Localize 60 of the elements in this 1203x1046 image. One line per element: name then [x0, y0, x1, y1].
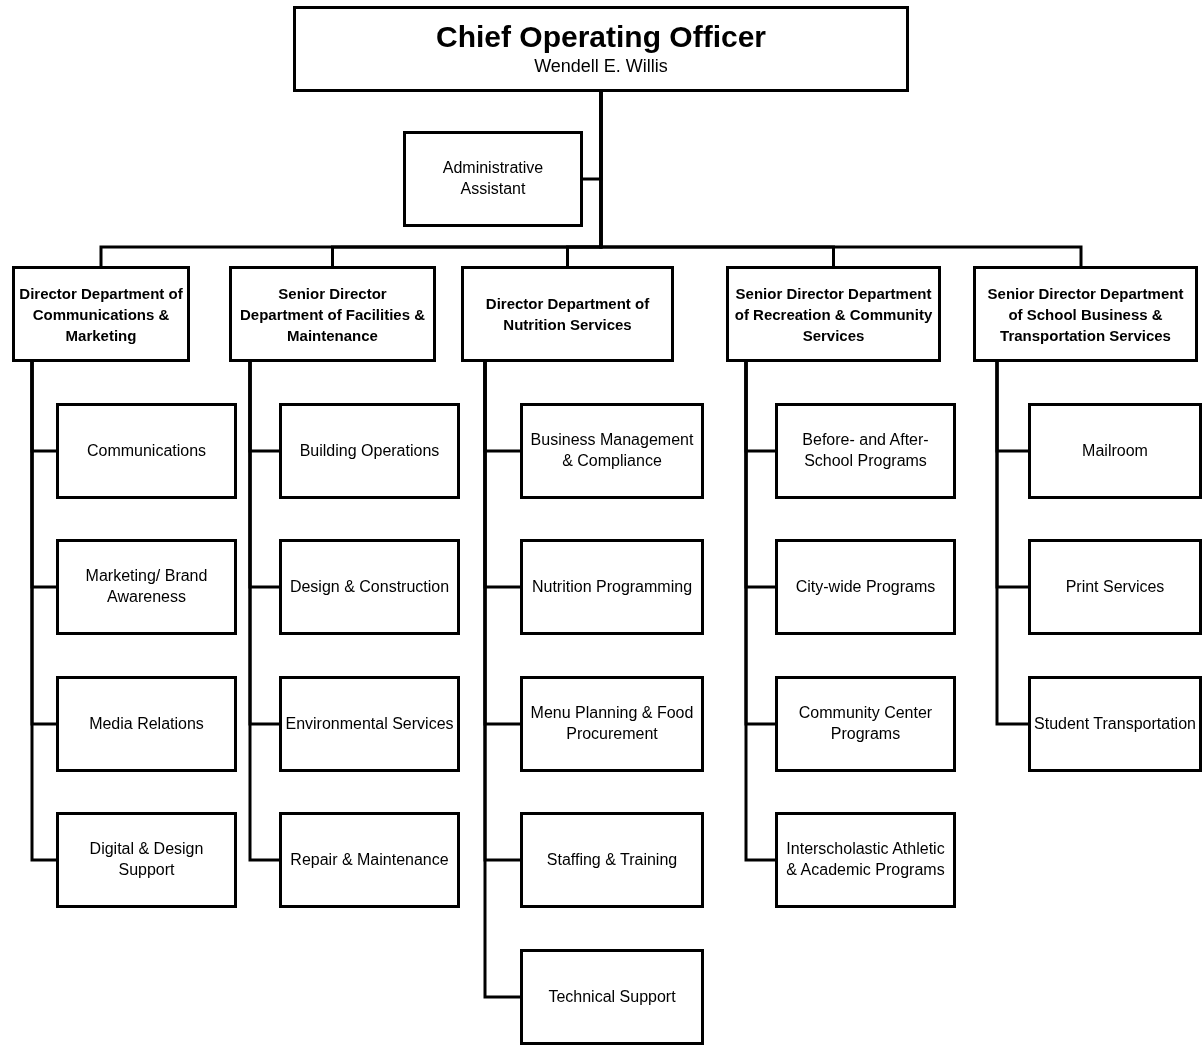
unit-box — [520, 676, 704, 772]
box-label: Director Department of Communications & Marketing — [18, 283, 184, 346]
unit-box — [520, 403, 704, 499]
box-label: Marketing/ Brand Awareness — [84, 566, 209, 607]
unit-box — [775, 812, 956, 908]
box-label: Director Department of Nutrition Services — [484, 294, 651, 335]
unit-box — [520, 812, 704, 908]
box-label: Staffing & Training — [546, 849, 678, 870]
unit-box — [520, 539, 704, 635]
unit-box — [56, 812, 237, 908]
unit-box — [775, 539, 956, 635]
box-label: Building Operations — [299, 440, 440, 461]
unit-box — [1028, 676, 1202, 772]
box-label: Senior Director Department of School Business & Transportation Services — [986, 283, 1185, 346]
connector-line — [995, 362, 1028, 726]
box-label: Menu Planning & Food Procurement — [529, 703, 695, 744]
unit-box — [56, 676, 237, 772]
department-box — [973, 266, 1198, 362]
unit-box — [279, 403, 460, 499]
box-label: Environmental Services — [285, 713, 454, 734]
department-box — [229, 266, 436, 362]
box-label: Before- and After-School Programs — [801, 430, 930, 471]
box-label: Interscholastic Athletic & Academic Programs — [785, 839, 946, 880]
unit-box — [775, 403, 956, 499]
box-label: Student Transportation — [1034, 713, 1196, 734]
connector-line — [30, 362, 56, 862]
box-label: Senior Director Department of Facilities & Maintenance — [238, 283, 426, 346]
role-box — [403, 131, 583, 227]
department-box — [461, 266, 674, 362]
unit-box — [56, 539, 237, 635]
box-label: Print Services — [1065, 576, 1165, 597]
connector-line — [248, 362, 279, 862]
box-label: Technical Support — [548, 986, 676, 1007]
box-label: Design & Construction — [289, 576, 450, 597]
unit-box — [1028, 403, 1202, 499]
connector-line — [483, 362, 520, 999]
unit-box — [279, 539, 460, 635]
heading: Chief Operating Officer — [435, 19, 766, 56]
department-box — [726, 266, 941, 362]
box-label: City-wide Programs — [795, 576, 936, 597]
connector-line — [744, 362, 775, 862]
box-label: Senior Director Department of Recreation & Community Services — [733, 283, 934, 346]
unit-box — [279, 812, 460, 908]
box-label: Communications — [86, 440, 207, 461]
title-box — [293, 6, 909, 92]
unit-box — [1028, 539, 1202, 635]
box-label: Digital & Design Support — [88, 839, 205, 880]
box-label: Nutrition Programming — [531, 576, 693, 597]
unit-box — [775, 676, 956, 772]
name-text: Wendell E. Willis — [534, 55, 668, 79]
box-label: Mailroom — [1082, 440, 1148, 461]
department-box — [12, 266, 190, 362]
unit-box — [279, 676, 460, 772]
box-label: Administrative Assistant — [441, 158, 545, 199]
box-label: Repair & Maintenance — [290, 849, 449, 870]
unit-box — [520, 949, 704, 1045]
box-label: Business Management & Compliance — [529, 430, 695, 471]
unit-box — [56, 403, 237, 499]
box-label: Community Center Programs — [797, 703, 934, 744]
box-label: Media Relations — [89, 713, 204, 734]
